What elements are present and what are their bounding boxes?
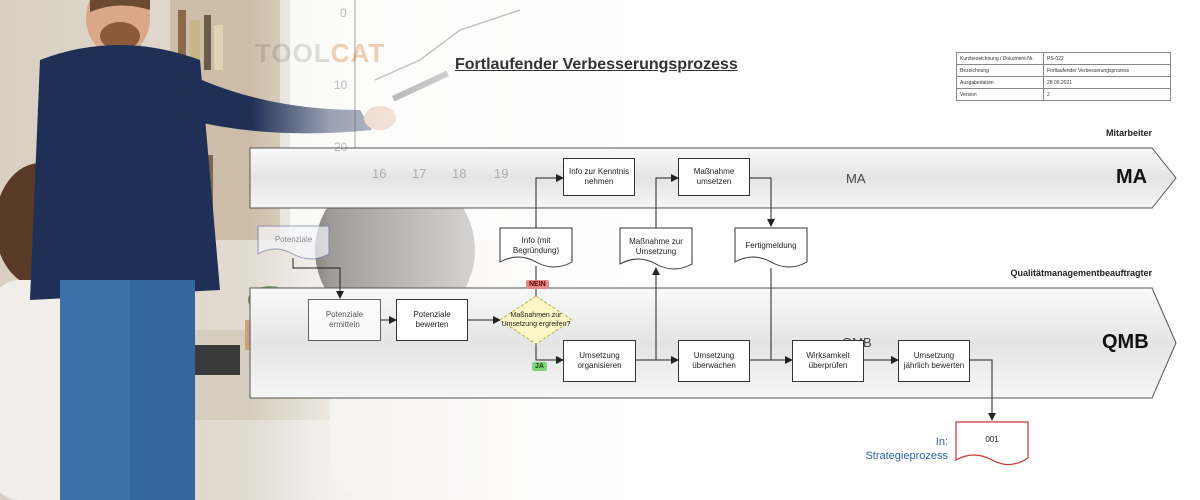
toolcat-watermark: TOOLCAT xyxy=(255,38,386,68)
table-key: Kurzbezeichnung / Dokument-Nr. xyxy=(956,52,1044,65)
table-key: Version xyxy=(956,88,1044,101)
lane-code-ma: MA xyxy=(1116,166,1148,188)
box-potenziale-ermitteln[interactable]: Potenziale ermitteln xyxy=(308,299,381,341)
doc-label-potenziale[interactable]: Potenziale xyxy=(274,235,313,244)
tag-nein: NEIN xyxy=(526,280,549,289)
doc-label-fertigmeldung[interactable]: Fertigmeldung xyxy=(745,241,797,250)
lane-heading-qmb: Qualitätmanagementbeauftragter xyxy=(1010,268,1152,278)
box-wirksamkeit-pruefen[interactable]: Wirksamkeit überprüfen xyxy=(792,340,864,382)
box-massnahme-umsetzen[interactable]: Maßnahme umsetzen xyxy=(678,158,750,196)
flipchart-ytick: 20 xyxy=(334,140,348,154)
output-prefix: In: xyxy=(935,436,948,448)
doc-label-massnahme-umsetzung[interactable]: Maßnahme zur Umsetzung xyxy=(629,237,683,256)
output-target-link[interactable]: Strategieprozess xyxy=(865,450,948,462)
lane-inner-ma: MA xyxy=(846,171,866,186)
table-value: 2 xyxy=(1043,88,1171,101)
box-umsetzung-ueberwachen[interactable]: Umsetzung überwachen xyxy=(678,340,750,382)
flipchart-ytick: 0 xyxy=(340,6,347,20)
decision-diamond xyxy=(499,295,573,345)
doc-label-output[interactable]: 001 xyxy=(985,435,999,444)
doc-info-begruendung xyxy=(499,227,573,268)
document-info-table: Kurzbezeichnung / Dokument-Nr.PS-022 Bez… xyxy=(956,52,1171,101)
doc-potenziale xyxy=(257,225,330,260)
table-value: 28.09.2021 xyxy=(1043,76,1171,89)
flipchart-sketch xyxy=(354,0,541,153)
flipchart-ytick: 10 xyxy=(334,78,348,92)
table-value: Fortlaufender Verbesserungsprozess xyxy=(1043,64,1171,77)
tag-ja: JA xyxy=(532,362,547,371)
flipchart-xtick: 17 xyxy=(412,166,427,181)
box-info-kenntnis[interactable]: Info zur Kenntnis nehmen xyxy=(563,158,635,196)
flipchart-xtick: 19 xyxy=(494,166,509,181)
decision-label[interactable]: Maßnahmen zur Umsetzung ergreifen? xyxy=(501,312,571,328)
box-umsetzung-bewerten[interactable]: Umsetzung jährlich bewerten xyxy=(898,340,970,382)
page-title: Fortlaufender Verbesserungsprozess xyxy=(455,56,738,73)
doc-fertigmeldung xyxy=(734,227,808,268)
box-potenziale-bewerten[interactable]: Potenziale bewerten xyxy=(396,299,468,341)
lane-code-qmb: QMB xyxy=(1102,331,1149,353)
lane-heading-ma: Mitarbeiter xyxy=(1105,128,1152,138)
box-umsetzung-organisieren[interactable]: Umsetzung organisieren xyxy=(563,340,636,382)
table-row: Kurzbezeichnung / Dokument-Nr.PS-022 xyxy=(956,52,1171,65)
doc-massnahme-umsetzung xyxy=(619,227,693,270)
table-key: Bezeichnung xyxy=(956,64,1044,77)
doc-label-info-begruendung[interactable]: Info (mit Begründung) xyxy=(512,236,560,255)
table-value: PS-022 xyxy=(1043,52,1171,65)
flipchart-xtick: 18 xyxy=(452,166,467,181)
doc-output-001 xyxy=(955,421,1029,466)
flipchart-xtick: 16 xyxy=(372,166,387,181)
table-key: Ausgabedatum xyxy=(956,76,1044,89)
